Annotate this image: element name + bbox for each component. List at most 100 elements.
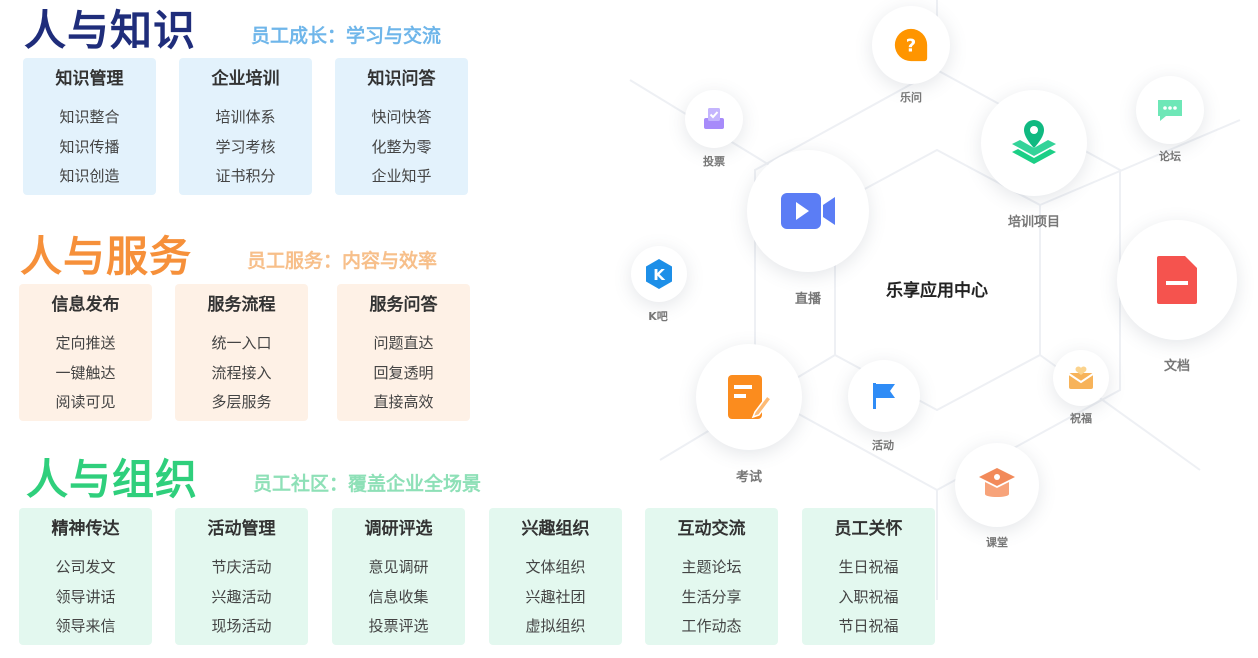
card-service-process: 服务流程 统一入口 流程接入 多层服务	[175, 284, 308, 421]
card-item: 统一入口	[211, 334, 272, 352]
card-item: 节庆活动	[211, 558, 272, 576]
app-exam-button[interactable]	[696, 344, 802, 450]
svg-text:?: ?	[906, 36, 916, 57]
question-bubble-icon: ?	[894, 28, 928, 62]
card-interest-groups: 兴趣组织 文体组织 兴趣社团 虚拟组织	[489, 508, 622, 645]
card-item: 问题直达	[373, 334, 434, 352]
card-title: 企业培训	[211, 69, 280, 89]
card-item: 入职祝福	[838, 587, 899, 606]
card-item: 培训体系	[215, 108, 276, 126]
card-item: 企业知乎	[371, 167, 432, 185]
card-item: 文体组织	[525, 558, 586, 576]
app-kba-button[interactable]: K	[631, 246, 687, 302]
card-item: 兴趣活动	[211, 587, 272, 606]
card-employee-care: 员工关怀 生日祝福 入职祝福 节日祝福	[802, 508, 935, 645]
card-interaction: 互动交流 主题论坛 生活分享 工作动态	[645, 508, 778, 645]
card-item: 兴趣社团	[525, 587, 586, 606]
card-title: 调研评选	[364, 519, 433, 539]
section-title-service: 人与服务	[20, 232, 193, 281]
graduation-cap-icon	[979, 468, 1015, 497]
card-activity-management: 活动管理 节庆活动 兴趣活动 现场活动	[175, 508, 308, 645]
document-icon	[1157, 256, 1197, 304]
app-label-lewen: 乐问	[900, 91, 922, 104]
card-item: 一键触达	[55, 363, 116, 382]
app-label-activity: 活动	[872, 439, 894, 452]
card-item: 化整为零	[371, 137, 432, 156]
card-item: 多层服务	[211, 393, 272, 411]
map-pin-layers-icon	[1012, 120, 1056, 164]
svg-text:K: K	[653, 266, 666, 284]
card-item: 工作动态	[681, 617, 742, 635]
card-title: 兴趣组织	[521, 519, 590, 539]
card-item: 学习考核	[215, 137, 276, 156]
flag-icon	[873, 383, 895, 409]
card-item: 节日祝福	[838, 617, 899, 635]
hub-center-title: 乐享应用中心	[886, 281, 988, 301]
card-service-qa: 服务问答 问题直达 回复透明 直接高效	[337, 284, 470, 421]
card-title: 服务流程	[207, 295, 276, 315]
card-item: 快问快答	[371, 108, 432, 126]
app-label-kba: K吧	[648, 310, 668, 323]
card-survey-selection: 调研评选 意见调研 信息收集 投票评选	[332, 508, 465, 645]
app-course-button[interactable]	[955, 443, 1039, 527]
card-item: 知识传播	[59, 137, 120, 156]
card-item: 直接高效	[373, 393, 434, 411]
card-item: 流程接入	[211, 363, 272, 382]
card-title: 知识问答	[367, 69, 436, 89]
card-item: 公司发文	[55, 558, 116, 576]
card-title: 知识管理	[55, 69, 124, 89]
card-item: 领导来信	[55, 617, 116, 635]
app-live-button[interactable]	[747, 150, 869, 272]
app-label-exam: 考试	[735, 470, 763, 485]
card-item: 意见调研	[368, 558, 429, 576]
video-camera-icon	[781, 193, 835, 229]
card-title: 信息发布	[51, 295, 120, 315]
app-label-bless: 祝福	[1070, 412, 1092, 425]
section-title-organization: 人与组织	[26, 455, 199, 504]
app-lewen-button[interactable]: ?	[872, 6, 950, 84]
app-label-doc: 文档	[1163, 359, 1191, 374]
app-label-course: 课堂	[986, 536, 1008, 549]
card-item: 现场活动	[211, 617, 272, 635]
app-activity-button[interactable]	[848, 360, 920, 432]
app-training-button[interactable]	[981, 90, 1087, 196]
app-bless-button[interactable]	[1053, 350, 1109, 406]
card-item: 领导讲话	[55, 587, 116, 606]
envelope-icon	[1068, 366, 1094, 389]
exam-paper-icon	[728, 375, 773, 419]
app-label-live: 直播	[794, 292, 822, 307]
card-enterprise-training: 企业培训 培训体系 学习考核 证书积分	[179, 58, 312, 195]
app-vote-button[interactable]	[685, 90, 743, 148]
section-subtitle-knowledge: 员工成长：学习与交流	[251, 25, 442, 47]
app-doc-button[interactable]	[1117, 220, 1237, 340]
card-item: 定向推送	[55, 334, 116, 352]
card-info-publish: 信息发布 定向推送 一键触达 阅读可见	[19, 284, 152, 421]
card-item: 信息收集	[368, 587, 429, 606]
card-item: 证书积分	[215, 167, 276, 185]
card-knowledge-qa: 知识问答 快问快答 化整为零 企业知乎	[335, 58, 468, 195]
card-item: 生日祝福	[838, 558, 899, 576]
app-label-vote: 投票	[703, 155, 725, 168]
card-item: 回复透明	[373, 363, 434, 382]
card-item: 阅读可见	[55, 393, 116, 411]
section-subtitle-service: 员工服务：内容与效率	[247, 250, 438, 272]
card-title: 活动管理	[207, 519, 276, 539]
card-item: 虚拟组织	[525, 617, 586, 635]
app-center-hub: ? 乐问 投票 论坛 培训项目	[600, 0, 1258, 658]
card-item: 知识创造	[59, 167, 120, 185]
card-title: 互动交流	[677, 519, 746, 539]
card-knowledge-management: 知识管理 知识整合 知识传播 知识创造	[23, 58, 156, 195]
card-item: 知识整合	[59, 108, 120, 126]
card-title: 精神传达	[51, 519, 120, 539]
app-forum-button[interactable]	[1136, 76, 1204, 144]
chat-bubble-icon	[1158, 100, 1182, 121]
app-label-forum: 论坛	[1159, 150, 1181, 163]
k-logo-icon: K	[646, 259, 672, 289]
card-title: 服务问答	[369, 295, 438, 315]
app-label-training: 培训项目	[1007, 215, 1061, 230]
card-item: 投票评选	[368, 617, 429, 635]
card-item: 生活分享	[681, 587, 742, 606]
card-spirit-convey: 精神传达 公司发文 领导讲话 领导来信	[19, 508, 152, 645]
card-item: 主题论坛	[681, 558, 742, 576]
section-subtitle-organization: 员工社区：覆盖企业全场景	[253, 473, 482, 495]
